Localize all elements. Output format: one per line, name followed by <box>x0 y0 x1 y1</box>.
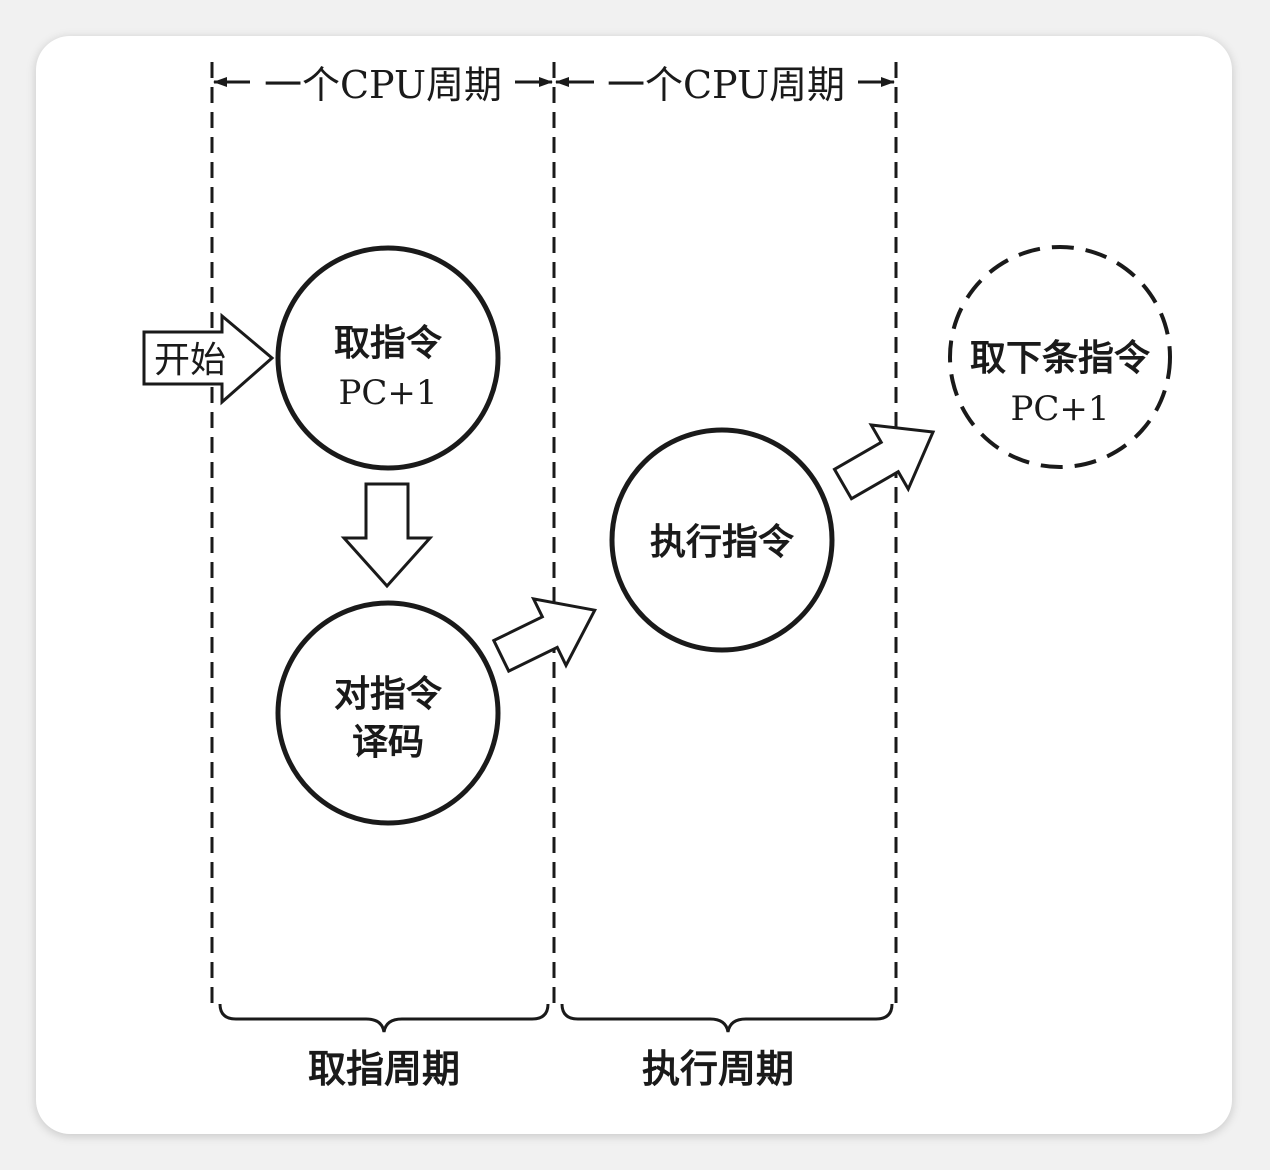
cpu-cycle-label-2: 一个CPU周期 <box>607 63 845 107</box>
decode-instruction-node <box>275 600 501 826</box>
decode-label-line2: 译码 <box>352 722 424 763</box>
execute-cycle-brace <box>560 1003 894 1033</box>
fetch-instruction-label: 取指令 <box>334 323 443 364</box>
fetch-cycle-brace <box>218 1003 550 1033</box>
execute-cycle-label: 执行周期 <box>642 1047 794 1091</box>
fetch-next-label: 取下条指令 <box>970 338 1151 379</box>
execute-to-next-arrow <box>832 423 936 501</box>
fetch-cycle-label: 取指周期 <box>308 1047 460 1091</box>
decode-label-line1: 对指令 <box>334 674 443 715</box>
fetch-next-instruction-node <box>948 245 1172 469</box>
decode-to-execute-arrow <box>491 596 598 674</box>
start-arrow <box>142 312 275 406</box>
start-label: 开始 <box>154 340 226 381</box>
cpu-cycle-label-1: 一个CPU周期 <box>264 63 502 107</box>
fetch-to-decode-arrow <box>340 482 434 589</box>
execute-instruction-node <box>609 427 835 653</box>
fetch-instruction-node <box>275 245 501 471</box>
fetch-next-pc-label: PC+1 <box>1010 389 1109 429</box>
execute-label: 执行指令 <box>650 522 795 563</box>
fetch-pc-label: PC+1 <box>338 373 437 413</box>
